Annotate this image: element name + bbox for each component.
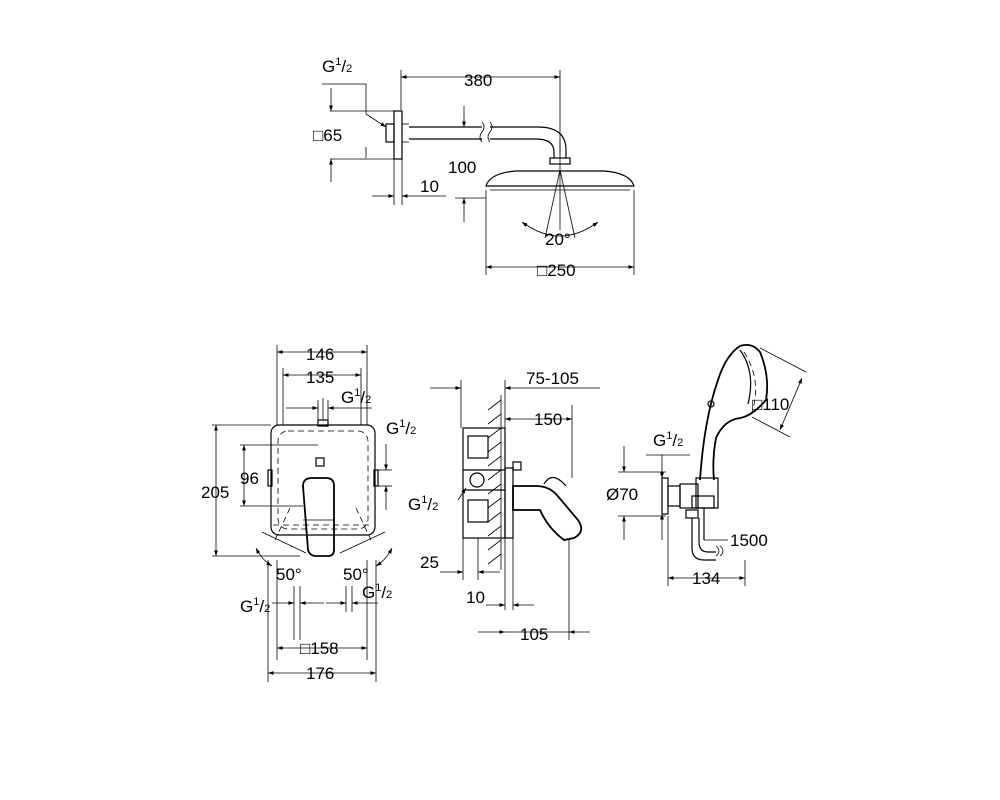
side-thread-label: G1/2: [386, 418, 416, 438]
hose-length-label: 1500: [730, 531, 768, 550]
flange-diameter-label: Ø70: [606, 485, 638, 504]
wall-outlet: [667, 485, 681, 507]
projection-label: 105: [520, 625, 548, 644]
flange-depth-label: 10: [420, 177, 439, 196]
overall-width-label: 176: [306, 664, 334, 683]
shower-arm: [409, 126, 482, 140]
side-lever: [512, 485, 583, 541]
wall-flange: [393, 110, 403, 160]
mixer-lever: [302, 477, 335, 557]
offset-10-label: 10: [466, 588, 485, 607]
center-height-label: 96: [240, 469, 259, 488]
wall-hatching: [487, 399, 502, 565]
shower-head: [485, 170, 635, 187]
box-width-label: 135: [306, 368, 334, 387]
drop-label: 100: [448, 158, 476, 177]
shower-head-view: 20° 380 G1/2 □65 10 100 □250: [313, 56, 635, 280]
projection-label: 134: [692, 569, 720, 588]
plate-square-label: □158: [300, 639, 339, 658]
head-thread-label: G1/2: [322, 56, 352, 76]
angle-right-label: 50°: [343, 565, 369, 584]
height-label: 205: [201, 483, 229, 502]
hand-shower-view: □110 G1/2 Ø70 1500 134: [606, 343, 807, 588]
mixer-cover-plate: [270, 424, 376, 536]
offset-25-label: 25: [420, 553, 439, 572]
mixer-front-view: 146 135 G1/2 G1/2 205 96 50° 50°: [201, 345, 416, 683]
inlet-thread-label: G1/2: [408, 494, 438, 514]
wall-depth-label: 75-105: [526, 369, 579, 388]
head-square-label: □110: [752, 395, 789, 414]
shower-hose: [691, 508, 716, 561]
flange-collar: [385, 123, 395, 143]
depth-label: 150: [534, 410, 562, 429]
thread-label: G1/2: [653, 430, 683, 450]
hand-shower: [699, 343, 769, 481]
flange-square-label: □65: [313, 126, 342, 145]
bottom-thread-right-label: G1/2: [362, 582, 392, 602]
top-thread-label: G1/2: [341, 387, 371, 407]
arm-length-label: 380: [464, 71, 492, 90]
bottom-thread-left-label: G1/2: [240, 596, 270, 616]
tilt-angle-label: 20°: [545, 230, 571, 249]
cover-width-label: 146: [306, 345, 334, 364]
side-cover-plate: [504, 467, 514, 539]
mixer-side-view: 75-105 150 G1/2 25 10 105: [408, 369, 600, 644]
head-square-label: □250: [537, 261, 576, 280]
angle-left-label: 50°: [276, 565, 302, 584]
